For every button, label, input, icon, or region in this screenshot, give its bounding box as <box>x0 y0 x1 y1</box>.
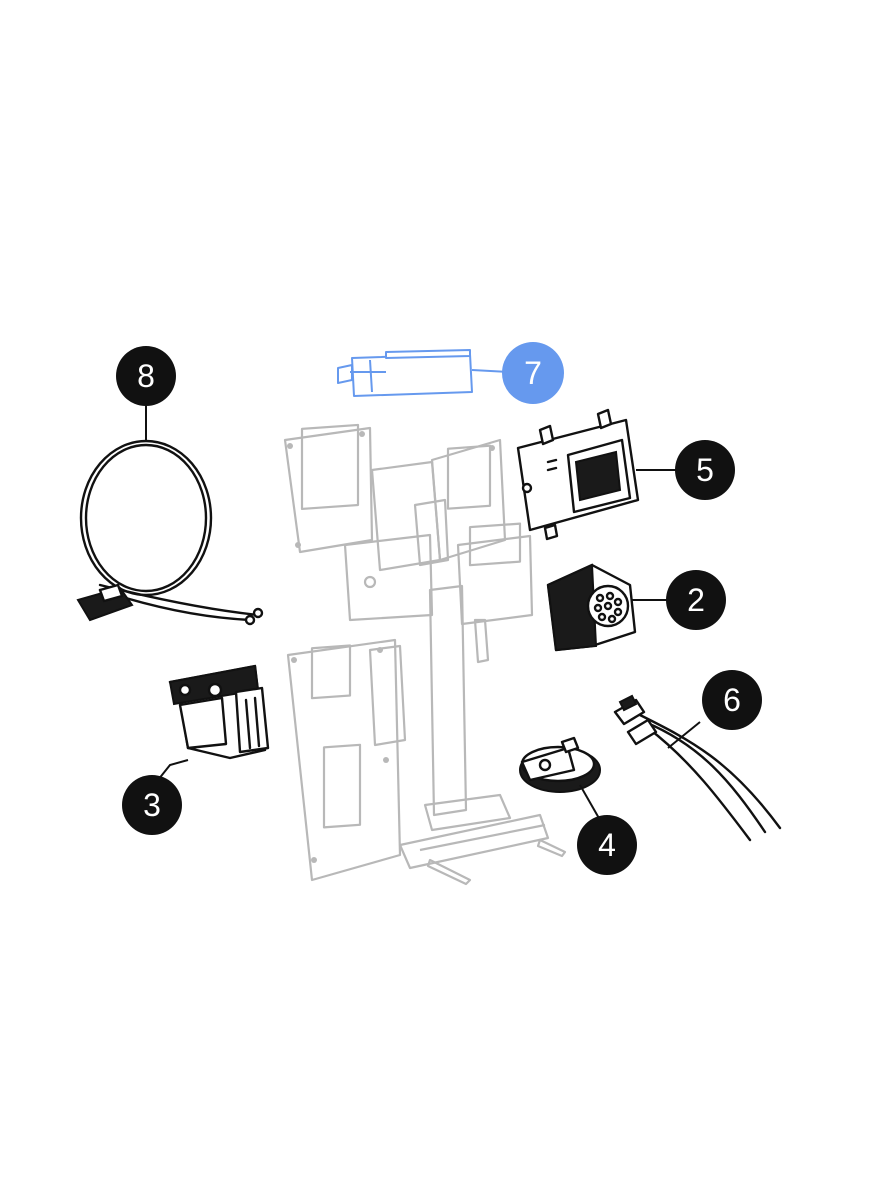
part-4-horn <box>519 736 601 793</box>
callout-7[interactable]: 7 <box>502 342 564 404</box>
callout-4[interactable]: 4 <box>577 815 637 875</box>
part-3-relay <box>168 664 270 760</box>
callout-8[interactable]: 8 <box>116 346 176 406</box>
part-7-connector <box>337 349 473 397</box>
part-8-fuse-harness <box>76 439 264 626</box>
callout-label: 4 <box>598 827 616 863</box>
callout-2[interactable]: 2 <box>666 570 726 630</box>
part-5-control-module <box>516 408 640 541</box>
mounting-frame <box>283 423 567 886</box>
callout-3[interactable]: 3 <box>122 775 182 835</box>
callout-5[interactable]: 5 <box>675 440 735 500</box>
callout-label: 5 <box>696 452 714 488</box>
callout-label: 3 <box>143 787 161 823</box>
callout-label: 7 <box>524 355 542 391</box>
callout-label: 8 <box>137 358 155 394</box>
callout-label: 6 <box>723 682 741 718</box>
part-6-split-cable <box>613 694 782 842</box>
callout-label: 2 <box>687 582 705 618</box>
callout-6[interactable]: 6 <box>702 670 762 730</box>
part-2-socket <box>546 563 637 652</box>
